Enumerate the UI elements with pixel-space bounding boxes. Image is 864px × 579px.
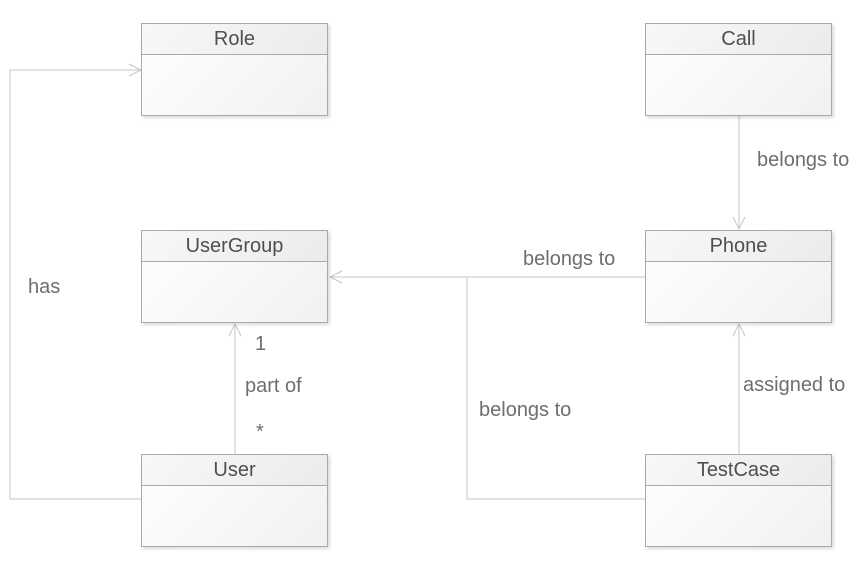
class-attributes-compartment	[142, 262, 327, 322]
class-attributes-compartment	[142, 55, 327, 115]
class-title: Call	[646, 24, 831, 55]
edge-label-user-part-of-usergroup-1: part of	[245, 375, 302, 397]
class-attributes-compartment	[646, 486, 831, 546]
class-attributes-compartment	[142, 486, 327, 546]
class-title: User	[142, 455, 327, 486]
edge-testcase-belongs-to-usergroup[interactable]	[466, 277, 645, 500]
class-node-role[interactable]: Role	[141, 23, 328, 116]
class-node-user[interactable]: User	[141, 454, 328, 547]
class-title: TestCase	[646, 455, 831, 486]
edge-label-user-part-of-usergroup-2: *	[256, 421, 264, 443]
class-title: Role	[142, 24, 327, 55]
edge-label-call-belongs-to-phone-0: belongs to	[757, 149, 850, 171]
class-node-phone[interactable]: Phone	[645, 230, 832, 323]
edge-label-testcase-belongs-to-usergroup-0: belongs to	[479, 399, 572, 421]
class-node-testcase[interactable]: TestCase	[645, 454, 832, 547]
class-node-call[interactable]: Call	[645, 23, 832, 116]
edge-label-user-part-of-usergroup-0: 1	[255, 333, 267, 355]
edge-user-has-role[interactable]	[9, 63, 143, 500]
class-attributes-compartment	[646, 262, 831, 322]
class-title: UserGroup	[142, 231, 327, 262]
class-node-usergroup[interactable]: UserGroup	[141, 230, 328, 323]
edge-label-testcase-assigned-to-phone-0: assigned to	[743, 374, 846, 396]
edge-label-phone-belongs-to-usergroup-0: belongs to	[523, 248, 616, 270]
class-title: Phone	[646, 231, 831, 262]
edge-label-user-has-role-0: has	[28, 276, 61, 298]
class-attributes-compartment	[646, 55, 831, 115]
